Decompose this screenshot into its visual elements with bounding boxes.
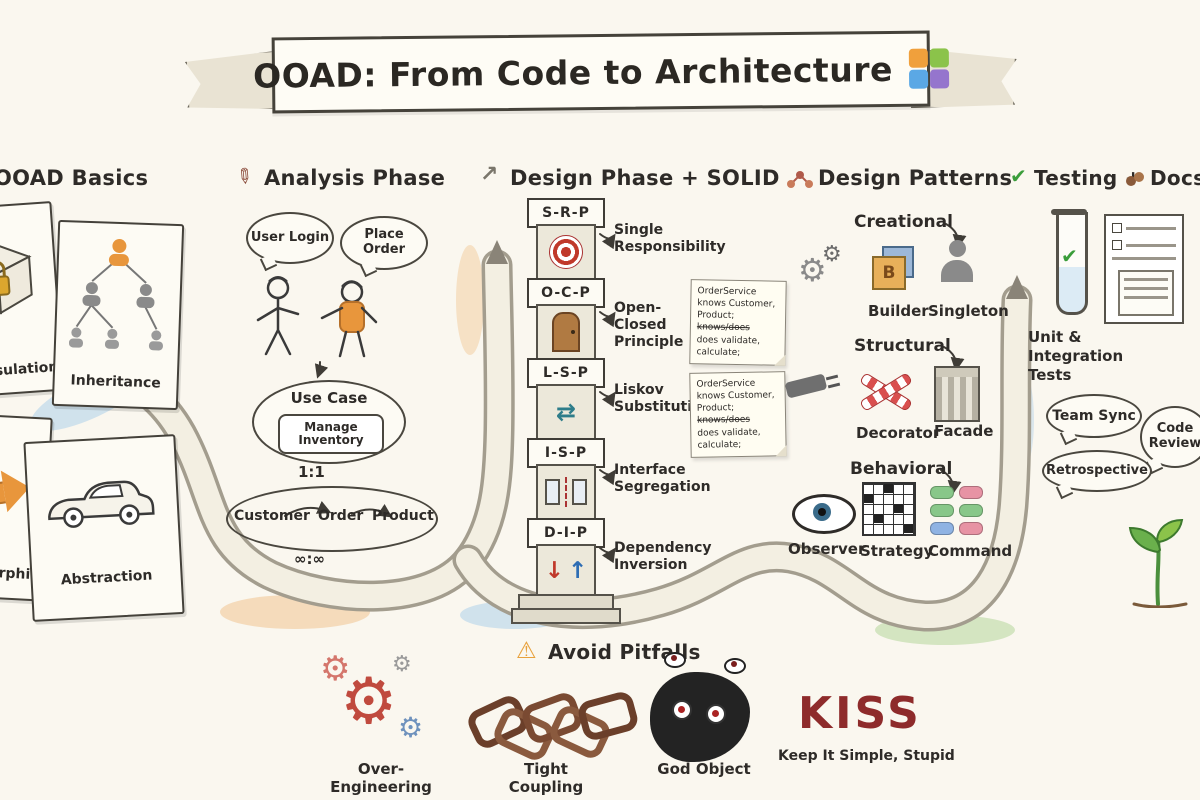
strategy-grid-icon (862, 482, 916, 536)
kiss-label: KISS (798, 688, 922, 739)
cardinality-one-to-one: 1:1 (298, 463, 325, 481)
tight-coupling-icon (464, 684, 641, 764)
arrow-up-icon: ↗ (480, 162, 499, 187)
page-title: OOAD: From Code to Architecture (252, 49, 894, 96)
inheritance-tree-icon (68, 239, 163, 351)
solid-plate-srp: S-R-P (527, 198, 605, 228)
entity-product: Product (372, 508, 434, 524)
sticky-note: OrderService knows Customer, Product; kn… (689, 371, 787, 458)
door-icon (536, 304, 596, 360)
builder-blocks-icon: B (872, 246, 918, 292)
command-pills-icon (930, 486, 983, 535)
inversion-arrows-icon: ↓ ↑ (536, 544, 596, 598)
card-inheritance: Inheritance (51, 219, 185, 411)
pattern-singleton: Singleton (928, 302, 1009, 320)
use-case-content: Manage Inventory (278, 414, 384, 454)
card-encapsulation: Encapsulation (0, 201, 65, 399)
warning-icon: ⚠ (516, 638, 537, 664)
pattern-strategy: Strategy (860, 542, 934, 560)
use-case-ellipse: Use Case Manage Inventory (252, 380, 406, 464)
substitution-arrows-icon: ⇄ (536, 384, 596, 440)
pattern-builder: Builder (868, 302, 929, 320)
encapsulation-lock-icon (0, 243, 33, 315)
bubble-retrospective: Retrospective (1042, 450, 1152, 500)
sprout-icon (1128, 518, 1188, 608)
pattern-decorator: Decorator (856, 424, 941, 442)
solid-plate-isp: I-S-P (527, 438, 605, 468)
card-label: Abstraction (60, 567, 153, 589)
note-line: does validate, (696, 334, 761, 346)
use-case-title: Use Case (290, 389, 368, 407)
pattern-command: Command (928, 542, 1013, 560)
observer-eye-icon (792, 494, 856, 534)
speech-bubble-user-login: User Login (246, 212, 334, 272)
kiss-subtitle: Keep It Simple, Stupid (778, 748, 955, 764)
pitfall-tight-coupling: Tight Coupling (508, 760, 584, 796)
test-tube-icon: ✔ (1051, 209, 1088, 315)
bubble-text: Retrospective (1046, 462, 1148, 478)
note-line: calculate; (697, 439, 742, 451)
header-design-patterns: Design Patterns (818, 166, 1013, 190)
target-icon (536, 224, 596, 280)
god-object-icon (650, 672, 750, 762)
pattern-facade: Facade (934, 422, 994, 440)
tower-base-step (511, 608, 621, 624)
bubble-text: Code Review (1148, 421, 1200, 451)
card-label: Inheritance (70, 372, 162, 392)
solid-label-isp: Interface Segregation (614, 462, 711, 495)
cardinality-many-to-many: ∞:∞ (294, 550, 325, 568)
title-banner: OOAD: From Code to Architecture (253, 30, 950, 114)
bubble-text: User Login (250, 229, 330, 245)
plug-icon (784, 372, 844, 402)
solid-plate-lsp: L-S-P (527, 358, 605, 388)
speech-bubble-place-order: Place Order (340, 216, 428, 278)
gears-icon: ⚙ ⚙ (798, 242, 842, 289)
docs-icon (1126, 176, 1136, 186)
check-icon: ✔ (1010, 164, 1027, 188)
solid-label-srp: Single Responsibility (614, 222, 726, 255)
solid-label-dip: Dependency Inversion (614, 540, 712, 573)
eye-icon (724, 658, 746, 674)
bubble-text: Place Order (363, 227, 405, 257)
group-creational: Creational (854, 212, 953, 232)
header-design-phase: Design Phase + SOLID (510, 166, 780, 190)
check-icon: ✔ (1061, 244, 1078, 268)
tests-label: Unit & Integration Tests (1028, 328, 1124, 384)
solid-label-lsp: Liskov Substitution (614, 382, 712, 415)
bubble-text: Team Sync (1052, 407, 1136, 424)
solid-tower: S-R-P O-C-P L-S-P ⇄ I-S-P D-I-P ↓ ↑ (511, 198, 621, 624)
checklist-doc-icon (1104, 214, 1184, 324)
segregation-icon (536, 464, 596, 520)
pattern-observer: Observer (788, 540, 866, 558)
decorator-sticks-icon (856, 366, 916, 416)
card-abstraction: Abstraction (23, 434, 185, 622)
header-docs: Docs (1150, 166, 1200, 190)
bubble-code-review: Code Review (1140, 406, 1200, 475)
header-testing: Testing + (1034, 166, 1142, 190)
molecule-icon (787, 171, 813, 188)
car-icon (48, 480, 155, 528)
entity-ellipse (226, 486, 438, 552)
entity-customer: Customer (234, 508, 310, 524)
sticky-note: OrderService knows Customer, Product; kn… (689, 279, 787, 366)
eye-icon (664, 652, 686, 668)
solid-label-ocp: Open-Closed Principle (614, 300, 684, 350)
puzzle-icon (908, 48, 950, 89)
pitfall-god-object: God Object (657, 760, 751, 778)
note-line: calculate; (696, 346, 741, 358)
group-behavioral: Behavioral (850, 459, 953, 479)
pitfall-over-engineering: Over-Engineering (330, 760, 432, 796)
group-structural: Structural (854, 336, 951, 356)
over-engineering-icon: ⚙ ⚙ ⚙ ⚙ (320, 649, 424, 744)
bubble-team-sync: Team Sync (1046, 394, 1142, 446)
singleton-person-icon (940, 240, 974, 292)
entity-order: Order (318, 508, 364, 524)
docs-icon (1134, 172, 1144, 182)
people-talking (256, 276, 378, 358)
header-ooad-basics: OOAD Basics (0, 166, 149, 190)
header-analysis-phase: Analysis Phase (264, 166, 446, 190)
note-line: knows/does (696, 322, 750, 334)
facade-building-icon (934, 366, 980, 422)
note-line: knows Customer, (696, 390, 775, 402)
